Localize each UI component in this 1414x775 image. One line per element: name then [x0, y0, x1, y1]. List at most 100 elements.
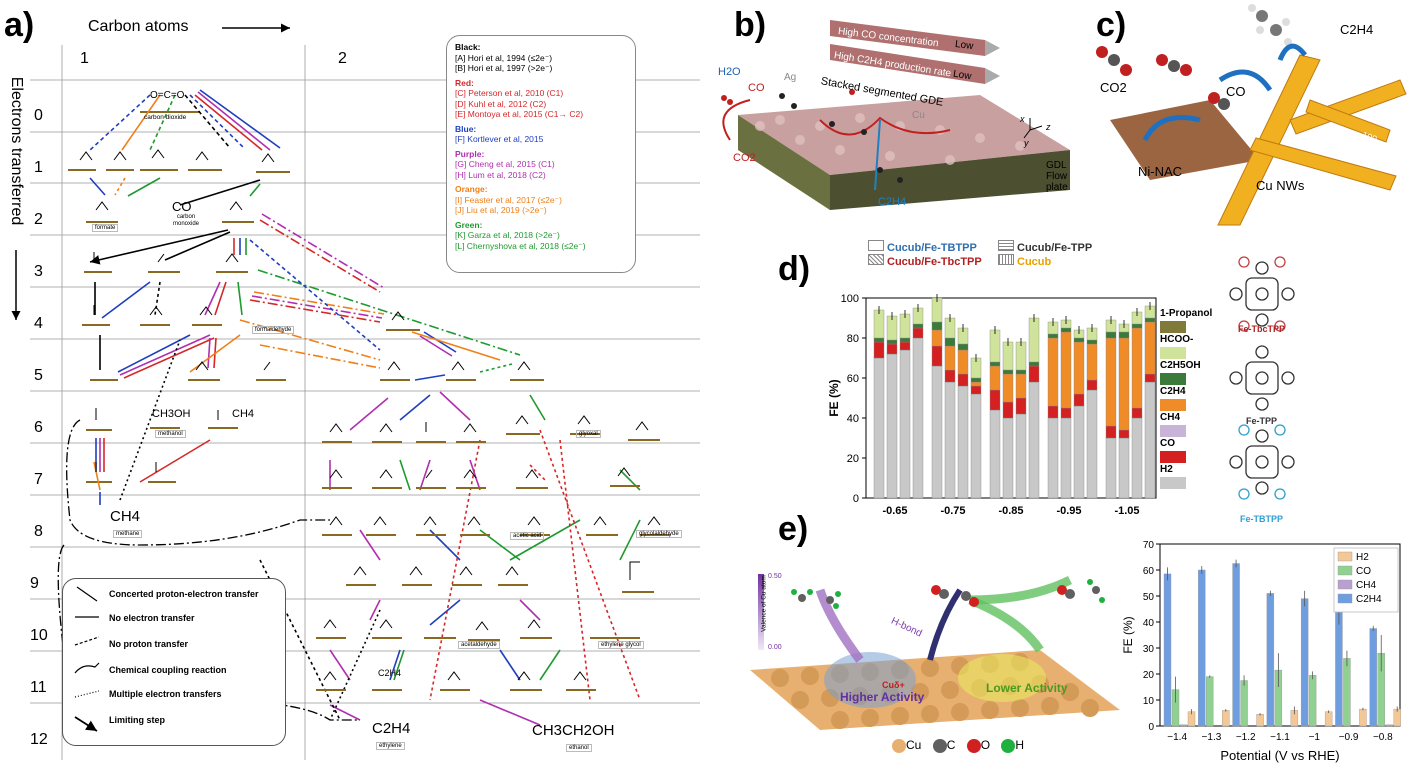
product-legend-swatch	[1160, 373, 1186, 385]
panel-label-e: e)	[778, 510, 809, 548]
c-c2h4-label: C2H4	[1340, 22, 1374, 37]
product-legend-swatch	[1160, 399, 1186, 411]
methane-formula: CH4	[110, 508, 141, 525]
row-label: 2	[34, 211, 43, 228]
panel-label-a: a)	[4, 6, 35, 44]
column-label-2: 2	[338, 50, 347, 67]
bar-segment	[886, 353, 898, 499]
d-legend-item: Cucub/Fe-TbcTPP	[868, 254, 982, 269]
b-ag-label: Ag	[784, 72, 797, 83]
bar-segment	[1118, 437, 1130, 499]
y-tick-label: 70	[1143, 540, 1155, 551]
formate-label: formate	[92, 224, 119, 232]
bar-segment	[944, 345, 956, 371]
legend-swatch	[1337, 565, 1353, 576]
bar-segment	[1028, 317, 1040, 363]
bar-segment	[1015, 341, 1027, 371]
legend-group-green: Green:	[455, 219, 483, 230]
ethylene-name: ethylene	[376, 742, 405, 750]
bar-segment	[989, 409, 1001, 499]
bar-segment	[944, 369, 956, 383]
row-label: 0	[34, 107, 43, 124]
bar	[1359, 708, 1367, 727]
bar-segment	[957, 385, 969, 499]
product-legend-swatch	[1160, 425, 1186, 437]
bar	[1335, 611, 1343, 727]
bar	[1206, 676, 1214, 727]
y-tick-label: 40	[1143, 618, 1155, 629]
electrons-transferred-title: Electrons transferred	[8, 76, 25, 226]
legend-group-orange: Orange:	[455, 184, 488, 194]
bar-segment	[970, 377, 982, 383]
bar-segment	[899, 349, 911, 499]
legend-label: C2H4	[1356, 594, 1382, 605]
bar-segment	[1131, 407, 1143, 419]
b-h2o-label: H2O	[718, 66, 741, 78]
product-legend-label: C2H5OH	[1160, 360, 1201, 371]
legend-label: CH4	[1356, 580, 1376, 591]
glycolaldehyde-label: glycolaldehyde	[636, 530, 682, 538]
bar-segment	[1086, 339, 1098, 345]
y-tick-label: 0	[853, 493, 859, 505]
molecule-label-fe-tbtpp: Fe-TBTPP	[1240, 514, 1284, 524]
row-label: 6	[34, 419, 43, 436]
b-c2h4-label: C2H4	[878, 196, 907, 208]
d-legend-item: Cucub/Fe-TBTPP	[868, 240, 977, 255]
x-axis-label: Potential (V vs RHE)	[1220, 748, 1339, 763]
bar-segment	[1015, 397, 1027, 415]
d-legend-label: Cucub/Fe-TbcTPP	[887, 256, 982, 268]
bar-segment	[1060, 407, 1072, 419]
product-legend-label: H2	[1160, 464, 1173, 475]
legend-group-purple: Purple:	[455, 148, 485, 159]
bar-segment	[1028, 361, 1040, 367]
c-cu-nws-label: Cu NWs	[1256, 178, 1305, 193]
arrow-key-item: Chemical coupling reaction	[109, 665, 227, 675]
y-axis-label: FE (%)	[1121, 616, 1135, 653]
bar-segment	[1073, 341, 1085, 395]
bar-segment	[1131, 323, 1143, 329]
y-tick-label: 40	[847, 413, 859, 425]
bar-segment	[989, 365, 1001, 391]
e-valence-label: Valence of Cu atom	[760, 575, 768, 632]
row-label: 7	[34, 471, 43, 488]
bar-segment	[1028, 381, 1040, 499]
bar-segment	[1015, 369, 1027, 375]
product-legend-label: C2H4	[1160, 386, 1186, 397]
row-label: 5	[34, 367, 43, 384]
panel-b-gde-illustration	[721, 20, 1070, 210]
legend-swatch	[1337, 579, 1353, 590]
x-tick-label: −1.3	[1202, 732, 1222, 743]
bar-segment	[1073, 337, 1085, 343]
x-tick-label: −1.1	[1270, 732, 1290, 743]
y-tick-label: 20	[1143, 670, 1155, 681]
bar-segment	[1144, 317, 1156, 323]
bar	[1163, 573, 1172, 727]
product-legend-swatch	[1160, 477, 1186, 489]
bar-segment	[873, 309, 885, 339]
bar-segment	[1047, 337, 1059, 407]
x-tick-label: -0.85	[998, 505, 1023, 517]
legend-item: [F] Kortlever et al, 2015	[455, 134, 544, 144]
e-higher-activity: Higher Activity	[840, 690, 925, 704]
panel-label-d: d)	[778, 250, 811, 288]
e-valence-top: 0.50	[768, 573, 782, 580]
bar-segment	[1002, 401, 1014, 419]
b-gdl-label: GDL Flow plate	[1046, 160, 1068, 193]
bar-segment	[1105, 425, 1117, 439]
bar-segment	[899, 341, 911, 351]
bar-segment	[944, 381, 956, 499]
y-tick-label: 60	[1143, 566, 1155, 577]
bar-segment	[912, 327, 924, 339]
bar	[1256, 714, 1264, 727]
b-axis-z: z	[1046, 122, 1051, 132]
co-name: carbon monoxide	[172, 214, 199, 227]
column-label-1: 1	[80, 50, 89, 67]
methanol-formula: CH3OH	[152, 408, 191, 420]
bar-segment	[912, 337, 924, 499]
ethanol-name: ethanol	[566, 744, 592, 752]
bar-segment	[989, 361, 1001, 367]
bar-segment	[970, 393, 982, 499]
y-tick-label: 50	[1143, 592, 1155, 603]
x-tick-label: −1.2	[1236, 732, 1256, 743]
